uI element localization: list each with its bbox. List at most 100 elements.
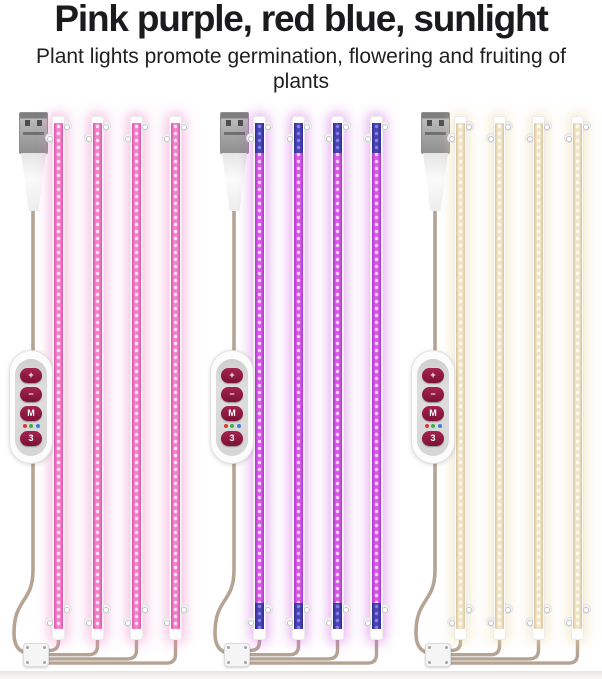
clip-hole (488, 136, 494, 142)
clip-hole (248, 620, 254, 626)
clip-hole (142, 124, 148, 130)
usb-plug-body (423, 153, 448, 211)
strip-cable-path (448, 633, 502, 657)
controller-button-mode[interactable]: M (221, 406, 243, 421)
mounting-clip (246, 133, 254, 143)
mounting-clip (123, 133, 131, 143)
clip-hole (103, 607, 109, 613)
controller-button-brightness-up[interactable]: + (221, 368, 243, 383)
clip-hole (86, 620, 92, 626)
clip-hole (125, 136, 131, 142)
mounting-clip (525, 133, 533, 143)
rgb-indicator-dots (424, 424, 442, 428)
controller-button-timer[interactable]: 3 (20, 431, 42, 446)
mounting-clip (265, 121, 273, 131)
mounting-clip (103, 121, 111, 131)
clip-hole (583, 124, 589, 130)
controller-panel: + − M 3 (15, 358, 47, 456)
light-set-pink-purple: + − M 3 (0, 100, 200, 679)
controller-button-timer[interactable]: 3 (221, 431, 243, 446)
strip-cable-path (247, 633, 340, 661)
led-channel (573, 123, 582, 629)
mounting-clip (583, 604, 591, 614)
clip-hole (544, 607, 550, 613)
led-channel (456, 123, 465, 629)
clip-hole (527, 136, 533, 142)
strip-cable-path (247, 633, 301, 657)
strip-cable-path (247, 633, 262, 653)
mounting-clip (45, 617, 53, 627)
led-channel (255, 123, 264, 629)
clip-hole (47, 136, 53, 142)
led-strip (525, 116, 552, 640)
light-set-sunlight: + − M 3 (402, 100, 602, 679)
mounting-clip (466, 121, 474, 131)
clip-hole (181, 607, 187, 613)
clip-hole (326, 620, 332, 626)
mounting-clip (363, 617, 371, 627)
mounting-clip (304, 121, 312, 131)
led-strip (84, 116, 111, 640)
clip-hole (449, 136, 455, 142)
blue-led-section (294, 603, 303, 629)
mounting-clip (246, 617, 254, 627)
clip-hole (566, 136, 572, 142)
mounting-clip (265, 604, 273, 614)
controller-button-mode[interactable]: M (20, 406, 42, 421)
mounting-clip (486, 133, 494, 143)
usb-plug (220, 112, 249, 211)
clip-hole (64, 607, 70, 613)
led-strip (486, 116, 513, 640)
mounting-clip (64, 121, 72, 131)
rgb-indicator-dots (22, 424, 40, 428)
controller-panel: + − M 3 (216, 358, 248, 456)
usb-plug-body (21, 153, 46, 211)
clip-hole (248, 136, 254, 142)
strip-cable-path (448, 633, 463, 653)
cable-splitter (425, 643, 451, 667)
clip-hole (505, 124, 511, 130)
cable-splitter (224, 643, 250, 667)
clip-hole (103, 124, 109, 130)
mounting-clip (64, 604, 72, 614)
clip-hole (125, 620, 131, 626)
led-channel (171, 123, 180, 629)
clip-hole (365, 620, 371, 626)
strip-cable-path (46, 633, 139, 661)
mounting-clip (142, 121, 150, 131)
controller-button-brightness-down[interactable]: − (20, 387, 42, 402)
strip-cable-path (247, 633, 379, 665)
inline-controller: + − M 3 (9, 350, 53, 464)
clip-hole (583, 607, 589, 613)
blue-led-section (333, 603, 342, 629)
led-strip (324, 116, 351, 640)
controller-button-brightness-down[interactable]: − (221, 387, 243, 402)
controller-button-brightness-down[interactable]: − (422, 387, 444, 402)
mounting-clip (343, 604, 351, 614)
strip-cable-path (46, 633, 100, 657)
mounting-clip (525, 617, 533, 627)
strip-cable-path (46, 633, 61, 653)
clip-hole (343, 607, 349, 613)
controller-button-brightness-up[interactable]: + (422, 368, 444, 383)
controller-button-mode[interactable]: M (422, 406, 444, 421)
mounting-clip (382, 604, 390, 614)
clip-hole (544, 124, 550, 130)
light-set-red-blue: + − M 3 (201, 100, 401, 679)
light-sets-container: + − M 3 (0, 100, 602, 679)
controller-button-brightness-up[interactable]: + (20, 368, 42, 383)
clip-hole (343, 124, 349, 130)
mounting-clip (162, 617, 170, 627)
controller-button-timer[interactable]: 3 (422, 431, 444, 446)
clip-hole (505, 607, 511, 613)
clip-hole (488, 620, 494, 626)
clip-hole (527, 620, 533, 626)
clip-hole (287, 620, 293, 626)
led-strip (285, 116, 312, 640)
mounting-clip (583, 121, 591, 131)
mounting-clip (564, 617, 572, 627)
blue-led-section (294, 123, 303, 153)
page-title: Pink purple, red blue, sunlight (54, 0, 548, 39)
usb-metal-tip-icon (220, 112, 249, 154)
